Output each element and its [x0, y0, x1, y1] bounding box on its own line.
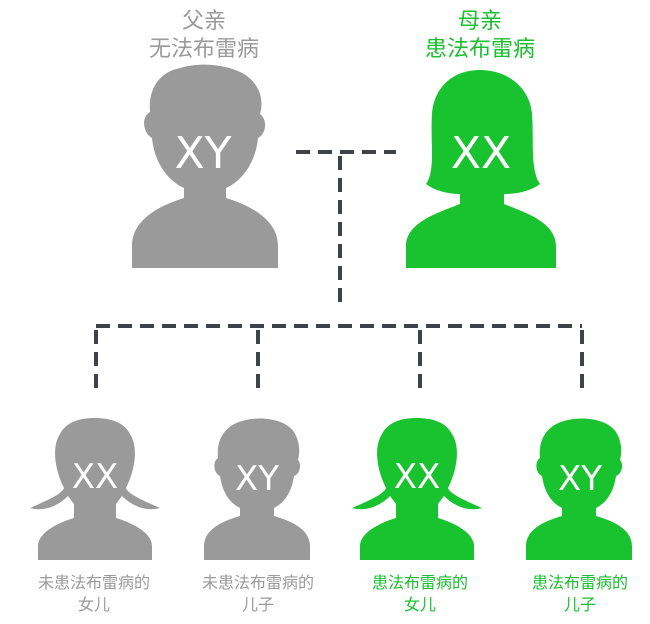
male-child-silhouette-icon [204, 418, 310, 560]
father-title: 父亲 [181, 9, 226, 34]
female-child-silhouette-icon [352, 418, 482, 560]
mother-title: 母亲 [457, 9, 502, 34]
male-child-silhouette-icon [526, 418, 632, 560]
child-1-label: 未患法布雷病的 女儿 [4, 572, 184, 615]
father-label: 父亲 无法布雷病 [84, 8, 324, 63]
child-3-chromosomes: XX [394, 457, 441, 497]
child-3-status: 患法布雷病的 [371, 573, 468, 592]
child-4-chromosomes: XY [558, 459, 602, 499]
female-silhouette-icon [406, 70, 556, 268]
male-silhouette-icon [132, 64, 278, 268]
child-1-status: 未患法布雷病的 [37, 573, 150, 592]
mother-label: 母亲 患法布雷病 [360, 8, 600, 63]
child-1-role: 女儿 [77, 594, 110, 614]
child-2-label: 未患法布雷病的 儿子 [168, 572, 348, 615]
father-status: 无法布雷病 [148, 36, 259, 62]
child-4-role: 儿子 [563, 594, 596, 614]
child-3-label: 患法布雷病的 女儿 [330, 572, 510, 615]
child-4-status: 患法布雷病的 [531, 573, 628, 592]
child-2-chromosomes: XY [235, 459, 279, 499]
child-2-status: 未患法布雷病的 [201, 573, 314, 592]
family-connectors [94, 150, 584, 392]
female-child-silhouette-icon [30, 418, 160, 560]
child-3-role: 女儿 [403, 594, 436, 614]
child-1-chromosomes: XX [72, 457, 119, 497]
child-4-label: 患法布雷病的 儿子 [490, 572, 650, 615]
father-chromosomes: XY [174, 128, 231, 179]
mother-chromosomes: XX [451, 128, 511, 179]
child-2-role: 儿子 [241, 594, 274, 614]
mother-status: 患法布雷病 [424, 36, 535, 62]
